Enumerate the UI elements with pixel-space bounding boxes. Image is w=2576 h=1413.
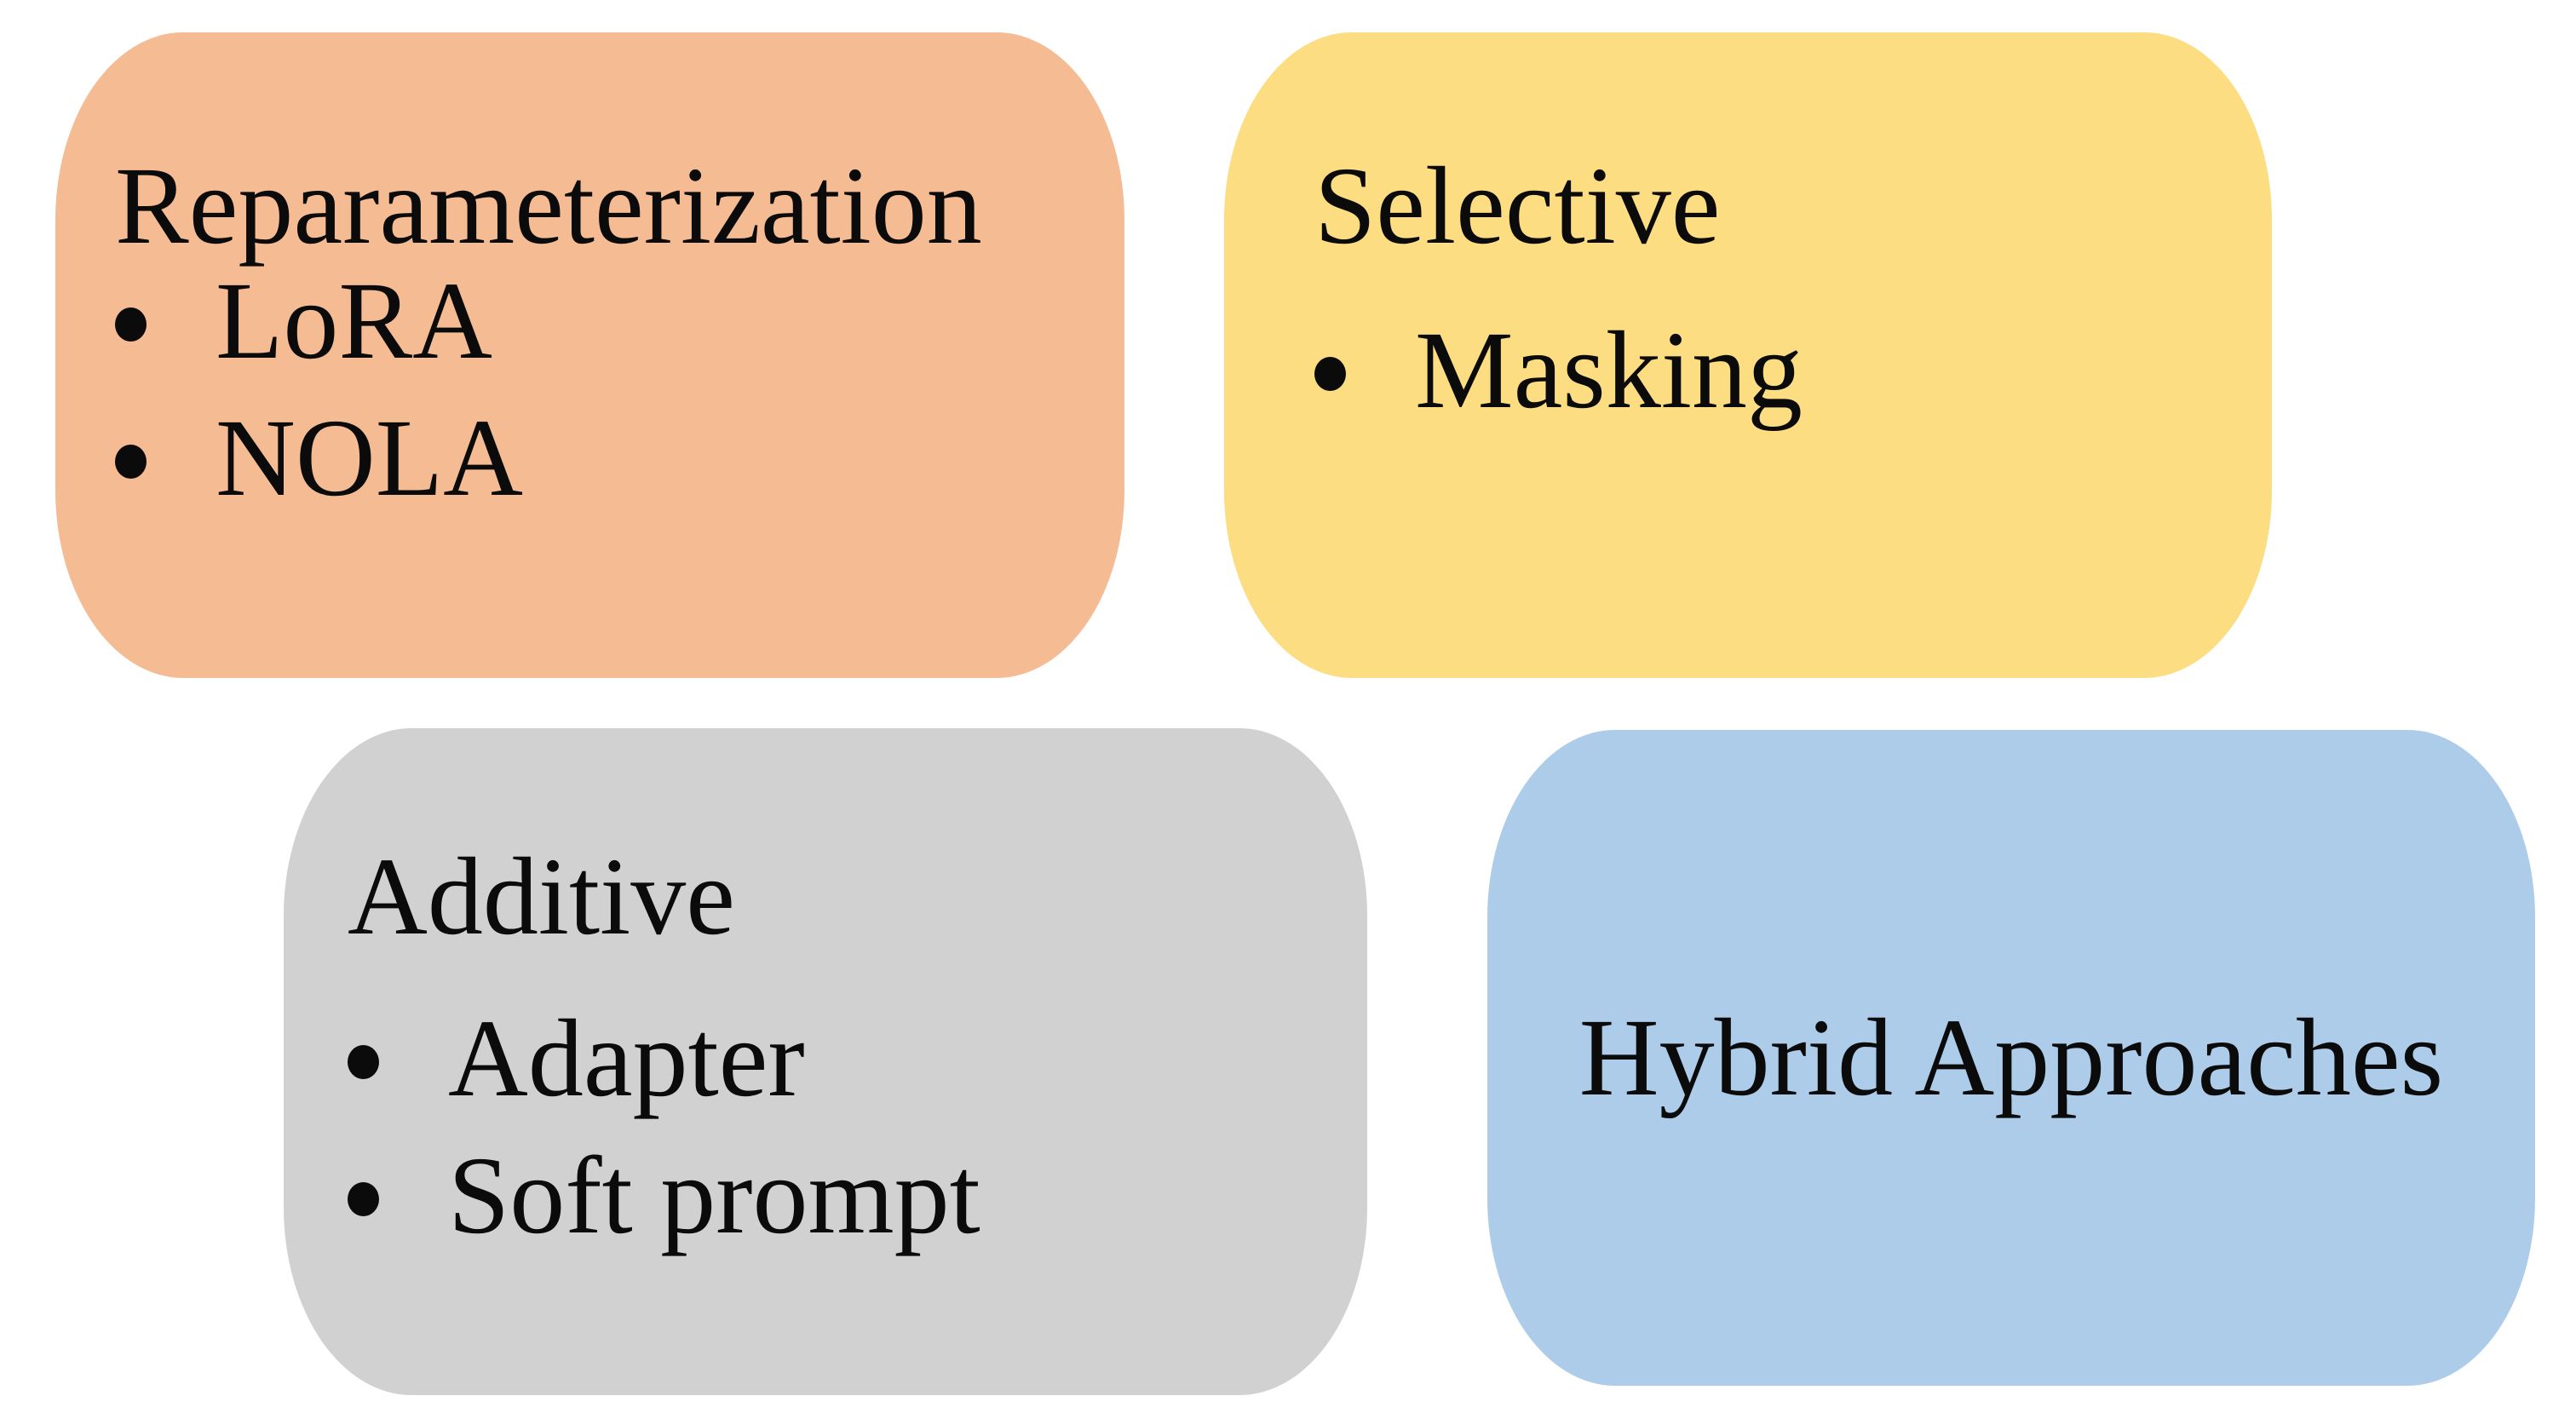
bullet-label-adapter: Adapter [448,997,805,1120]
bullet-item: Adapter [348,991,1333,1128]
bullet-list: Adapter Soft prompt [348,991,1333,1265]
bullet-label-nola: NOLA [216,397,524,520]
box-title-selective: Selective [1314,145,1721,267]
bullet-dot-icon [115,445,147,480]
category-box-additive: Additive Adapter Soft prompt [284,728,1367,1395]
category-box-selective: Selective Masking [1224,32,2272,678]
bullet-dot-icon [115,307,147,342]
bullet-item: NOLA [115,390,1090,527]
bullet-item: Masking [1314,302,2238,439]
bullet-list: LoRA NOLA [115,253,1090,527]
bullet-label-lora: LoRA [216,260,492,382]
bullet-item: Soft prompt [348,1128,1333,1265]
bullet-label-soft-prompt: Soft prompt [448,1134,980,1257]
box-title-additive: Additive [348,836,735,958]
category-box-hybrid-approaches: Hybrid Approaches [1487,730,2535,1386]
bullet-list: Masking [1314,302,2238,439]
box-title-reparameterization: Reparameterization [115,145,982,267]
bullet-dot-icon [348,1045,379,1080]
bullet-dot-icon [1314,357,1346,392]
bullet-dot-icon [348,1182,379,1217]
category-box-reparameterization: Reparameterization LoRA NOLA [55,32,1124,678]
bullet-label-masking: Masking [1415,309,1803,432]
bullet-item: LoRA [115,253,1090,390]
box-title-hybrid-approaches: Hybrid Approaches [1578,997,2444,1119]
